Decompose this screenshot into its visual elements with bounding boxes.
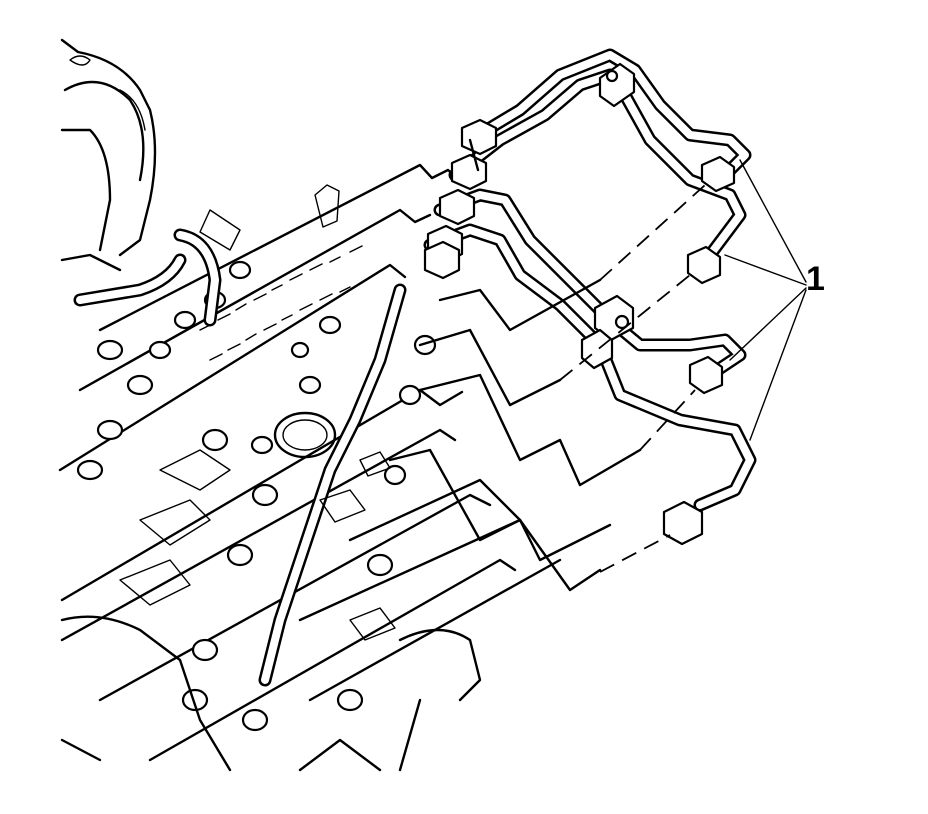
fuel-injection-pipes [423, 48, 757, 546]
injector-row-lower [181, 315, 437, 732]
injector-row-upper [76, 260, 252, 481]
callout-number: 1 [806, 260, 825, 298]
oil-filler-ring [273, 411, 337, 459]
engine-assembly [58, 38, 517, 772]
callout-leaders [724, 159, 807, 441]
exploded-view-guides [298, 138, 706, 702]
